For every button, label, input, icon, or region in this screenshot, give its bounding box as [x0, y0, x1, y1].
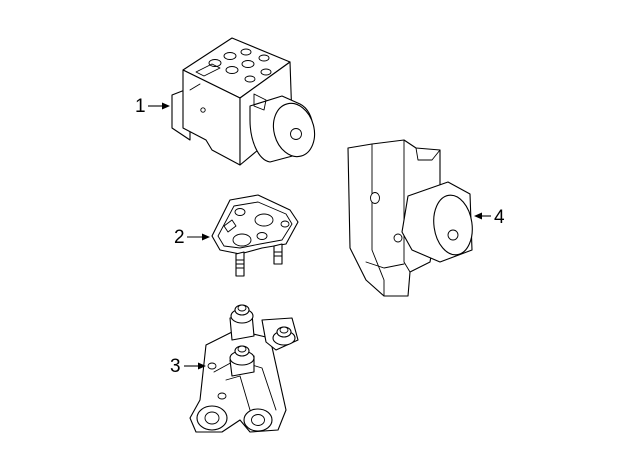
- callout-4-label: 4: [494, 207, 505, 228]
- callout-1-arrow: [162, 102, 170, 110]
- callout-4-arrow: [474, 212, 482, 220]
- abs-modulator-part[interactable]: [171, 37, 320, 166]
- callout-3-label: 3: [170, 356, 181, 377]
- callout-1-label: 1: [135, 96, 146, 117]
- mounting-bracket-part[interactable]: [211, 194, 299, 277]
- callout-3: 3: [170, 356, 206, 377]
- callout-2-label: 2: [174, 227, 185, 248]
- abs-modulator-with-bracket-part[interactable]: [347, 139, 476, 297]
- callout-2-arrow: [202, 233, 210, 241]
- callout-2: 2: [174, 227, 210, 248]
- support-bracket-part[interactable]: [189, 304, 299, 433]
- callout-4: 4: [474, 207, 505, 228]
- callout-3-arrow: [198, 362, 206, 370]
- callout-1: 1: [135, 96, 170, 117]
